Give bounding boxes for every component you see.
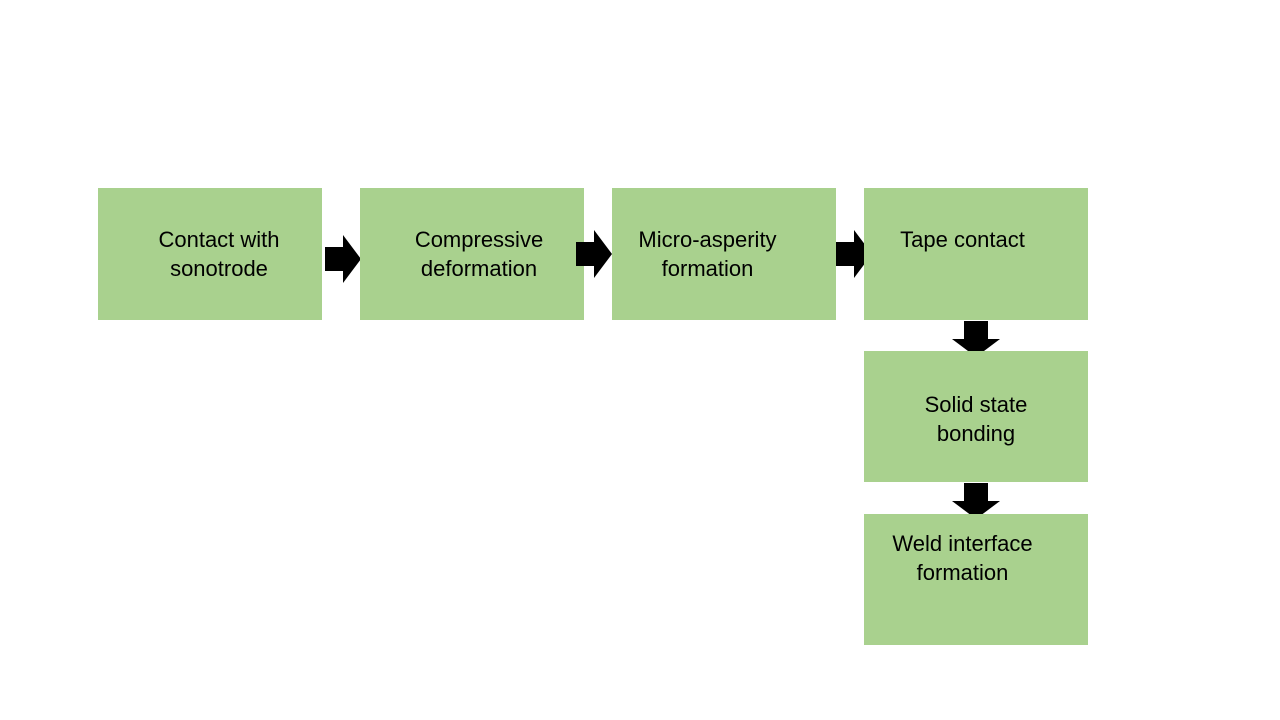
step-box-solid-state-bonding: Solid state bonding <box>864 351 1088 482</box>
right-arrow-icon <box>836 230 872 278</box>
step-label: Tape contact <box>900 227 1025 252</box>
step-box-compressive-deformation: Compressive deformation <box>360 188 584 320</box>
step-label: Compressive deformation <box>414 227 544 281</box>
step-label: Weld interface formation <box>892 531 1033 585</box>
step-label: Contact with sonotrode <box>158 227 280 281</box>
step-box-weld-interface-formation: Weld interface formation <box>864 514 1088 645</box>
down-arrow-icon <box>952 483 1000 519</box>
step-box-contact-with-sonotrode: Contact with sonotrode <box>98 188 322 320</box>
down-arrow-icon <box>952 321 1000 357</box>
step-box-tape-contact: Tape contact <box>864 188 1088 320</box>
right-arrow-icon <box>576 230 612 278</box>
step-box-micro-asperity-formation: Micro-asperity formation <box>612 188 836 320</box>
step-label: Micro-asperity formation <box>638 227 777 281</box>
right-arrow-icon <box>325 235 361 283</box>
step-label: Solid state bonding <box>924 392 1028 446</box>
